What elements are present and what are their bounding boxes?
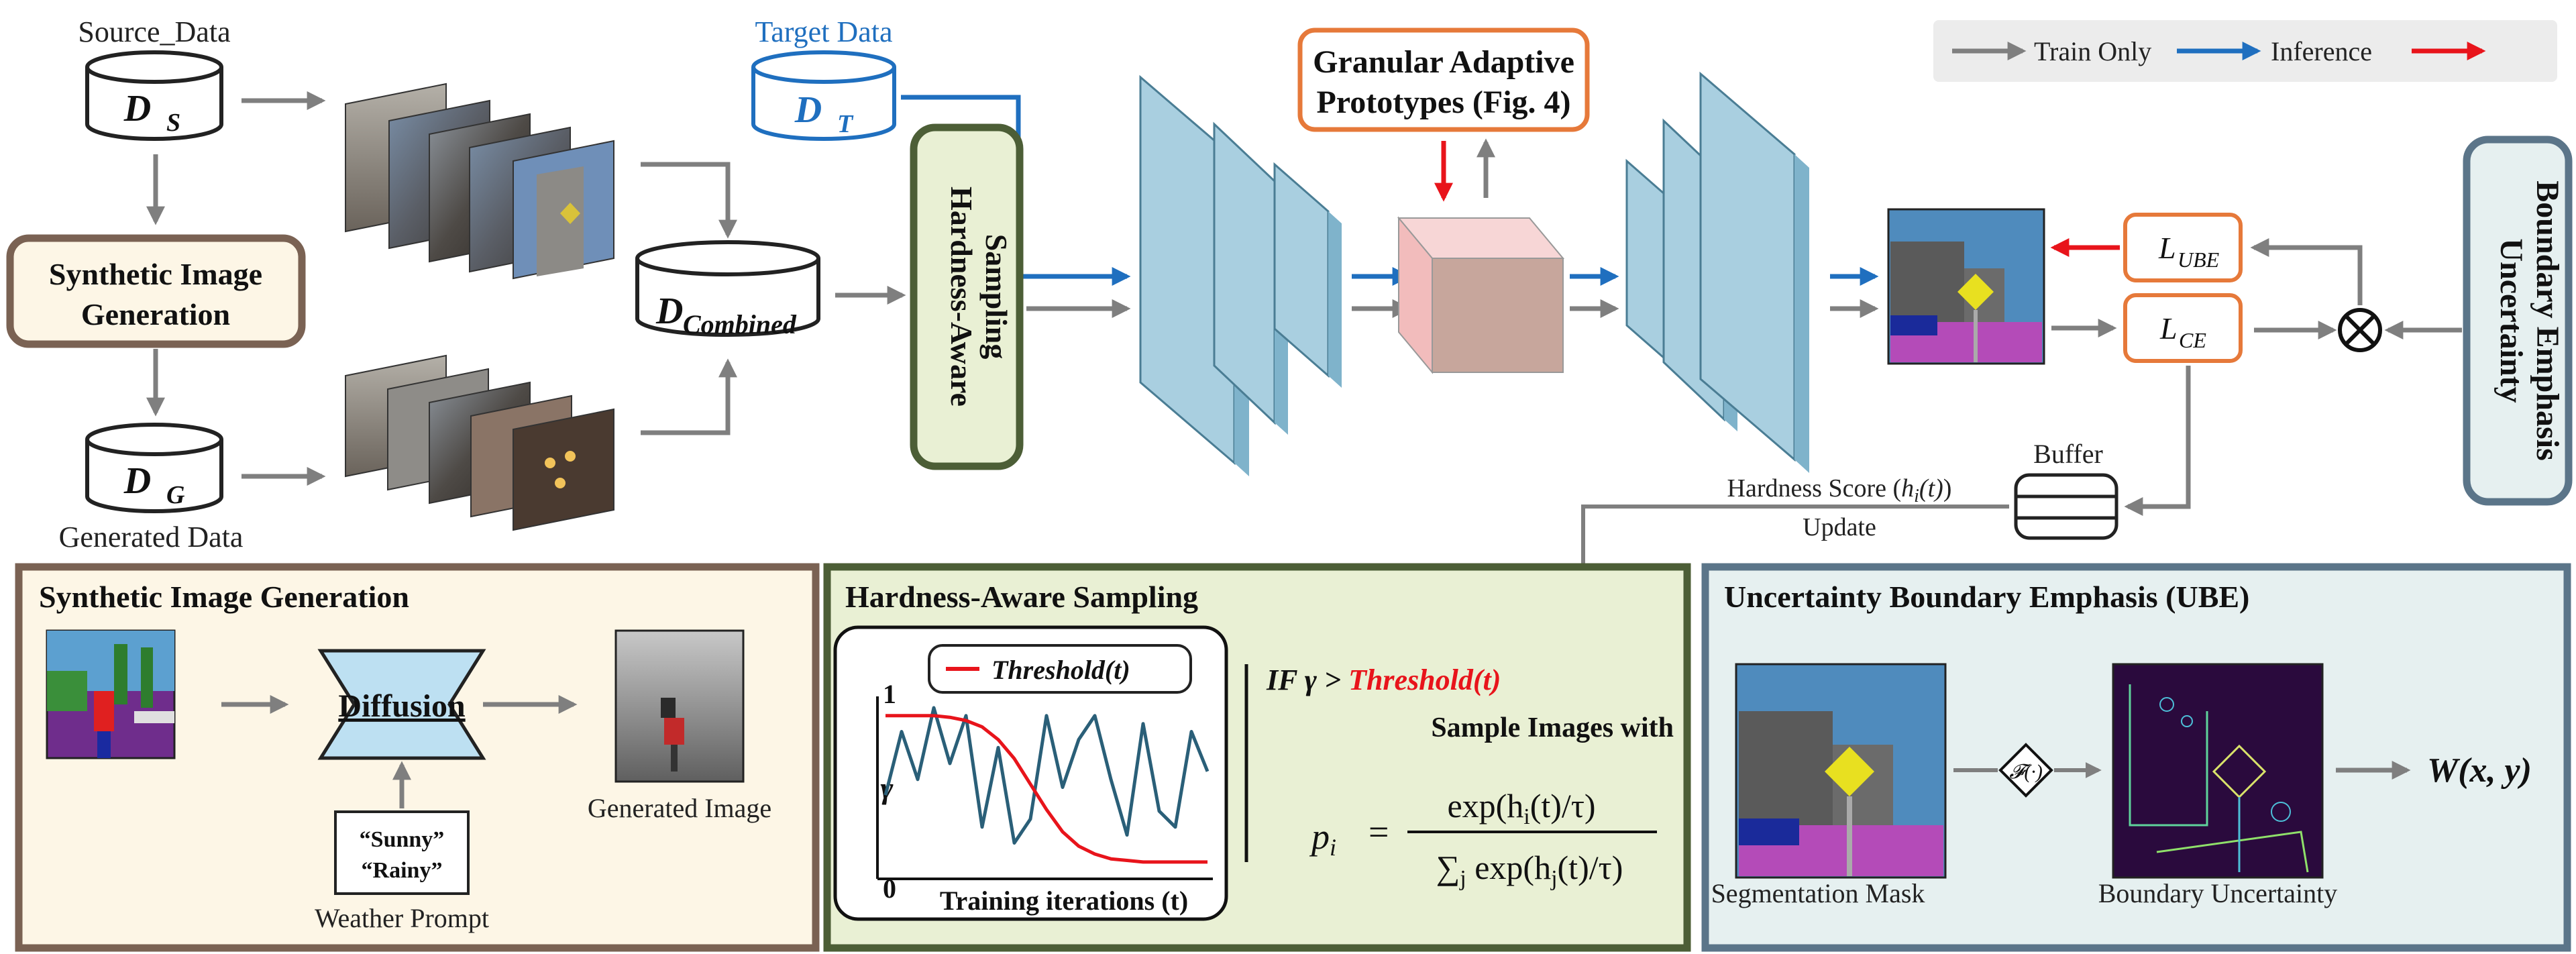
threshold-series-line [885,714,1208,864]
synthetic-box-line2: Generation [81,297,230,331]
source-data-subscript: S [166,109,180,137]
target-data-caption: Target Data [755,15,892,48]
sample-images-text: Sample Images with [1431,712,1674,743]
source-data-caption: Source_Data [78,15,230,48]
ube-loss-box: L UBE [2123,213,2243,282]
combined-data-cylinder: D Combined [635,240,820,339]
prototypes-box-line2: Prototypes (Fig. 4) [1316,85,1570,120]
uncertainty-box-line1: Uncertainty [2493,238,2529,403]
ube-loss-subscript: UBE [2178,248,2220,272]
output-segmentation-image [1887,208,2045,365]
diffusion-label: Diffusion [338,688,465,724]
sampling-plot-frame [833,625,1228,921]
y-tick-bottom: 0 [883,873,896,904]
legend-inference: Inference [2271,36,2372,66]
update-label: Update [1803,513,1876,541]
input-label-map [46,629,176,759]
combined-data-subscript: Combined [683,309,797,339]
weather-prompt-box [334,810,470,895]
ce-loss-symbol: L [2159,311,2178,346]
svg-text:=: = [1368,812,1389,852]
combined-data-symbol: D [655,290,683,332]
arrow-ce-to-buffer [2124,366,2191,516]
segmentation-mask-image [1735,663,1947,879]
granular-prototypes-box: Granular Adaptive Prototypes (Fig. 4) [1297,28,1590,132]
segmentation-mask-label: Segmentation Mask [1711,878,1925,908]
hardness-score-label: Hardness Score (hi(t)) [1727,474,1952,507]
source-image-stack [345,83,614,280]
x-axis-label: Training iterations (t) [940,886,1188,916]
y-tick-top: 1 [883,679,896,709]
operator-label: 𝓕(·) [2009,761,2043,783]
generated-image-stack [345,354,614,531]
legend: Train Only Inference [1933,20,2557,82]
ce-loss-box: L CE [2123,293,2243,363]
boundary-uncertainty-label: Boundary Uncertainty [2098,878,2338,908]
if-condition: IF γ > Threshold(t) [1266,664,1501,696]
hardness-sampling-box: Hardness-Aware Sampling [910,123,1024,470]
arrow-product-to-ube-loss [2250,238,2363,305]
panel-synthetic-generation: Synthetic Image Generation Diffusion “Su… [15,563,820,952]
ce-loss-subscript: CE [2179,328,2206,352]
boundary-uncertainty-image [2112,663,2324,879]
prototype-cube [1397,216,1565,374]
plot-area [883,706,1210,864]
uncertainty-box: Uncertainty Boundary Emphasis [2463,136,2573,506]
generated-image-label: Generated Image [588,793,771,823]
buffer-label: Buffer [2033,439,2103,469]
synthetic-generation-box: Synthetic Image Generation [6,234,306,348]
generated-data-cylinder: D G [85,423,223,513]
synthetic-box-line1: Synthetic Image [49,257,262,291]
buffer-icon [2014,473,2118,540]
svg-text:∑j exp(hj(t)/τ): ∑j exp(hj(t)/τ) [1436,849,1623,891]
threshold-legend: Threshold(t) [928,644,1192,694]
uncertainty-box-line2: Boundary Emphasis [2530,180,2565,461]
boundary-operator: 𝓕(·) [1998,743,2053,798]
panel-uncertainty: Uncertainty Boundary Emphasis (UBE) Segm… [1701,563,2571,952]
panel-hardness-sampling: Hardness-Aware Sampling Threshold(t) 1 0… [823,563,1691,952]
generated-rainy-image [614,629,745,783]
generated-data-symbol: D [123,460,151,502]
decoder-layers [1625,71,1809,473]
arrow-generated-stack-to-combined [641,358,737,435]
prompt-sunny: “Sunny” [360,827,445,852]
arrow-source-stack-to-combined [641,162,737,239]
threshold-legend-label: Threshold(t) [991,655,1130,685]
weather-prompt-label: Weather Prompt [315,903,489,933]
svg-text:exp(hi(t)/τ): exp(hi(t)/τ) [1447,787,1595,829]
target-data-cylinder: D T [751,50,896,141]
sampling-box-line1: Hardness-Aware [945,187,979,407]
encoder-layers [1139,74,1342,476]
panel-sampling-title: Hardness-Aware Sampling [845,580,1198,614]
gamma-series-line [883,706,1210,845]
svg-text:pi: pi [1309,816,1336,861]
sampling-formula: pi = exp(hi(t)/τ) ∑j exp(hj(t)/τ) [1309,787,1657,891]
prototypes-box-line1: Granular Adaptive [1313,44,1574,80]
prompt-rainy: “Rainy” [362,858,443,883]
product-operator [2338,308,2382,352]
ube-loss-symbol: L [2158,231,2176,265]
target-data-symbol: D [794,89,822,131]
panel-synthetic-title: Synthetic Image Generation [39,580,409,614]
panel-uncertainty-title: Uncertainty Boundary Emphasis (UBE) [1724,580,2249,614]
source-data-symbol: D [123,88,151,129]
generated-data-subscript: G [166,481,185,509]
source-data-cylinder: D S [85,50,223,141]
sampling-box-line2: Sampling [979,234,1014,360]
target-data-subscript: T [837,110,854,138]
weight-map-output: W(x, y) [2427,751,2532,790]
generated-data-caption: Generated Data [59,521,244,553]
legend-train-only: Train Only [2034,36,2151,66]
diffusion-block: Diffusion [317,649,486,760]
